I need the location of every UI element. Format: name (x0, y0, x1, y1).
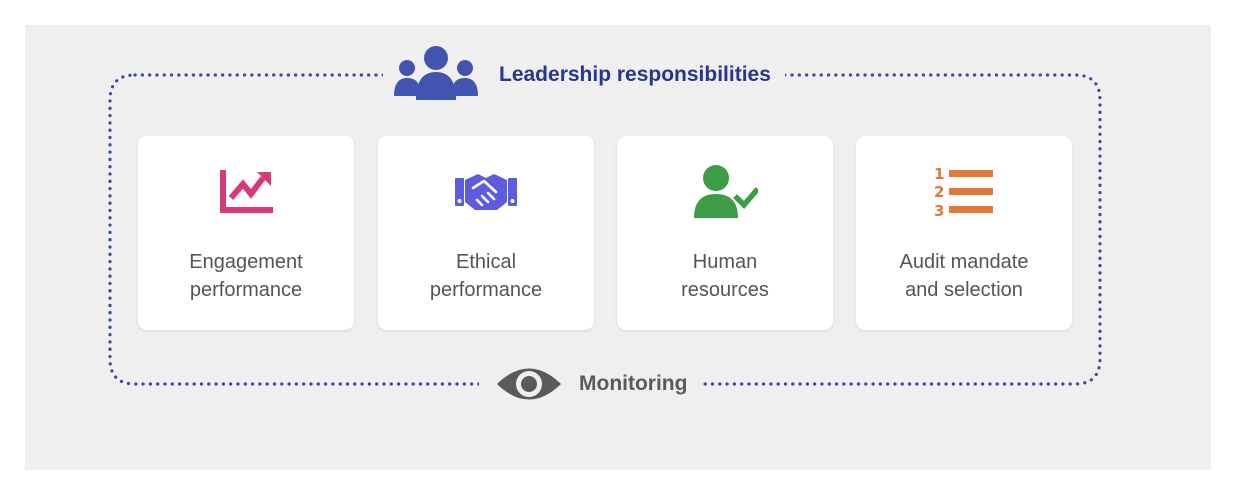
footer-title: Monitoring (579, 372, 688, 395)
card-label-line1: Human (692, 251, 758, 273)
card-ethical-performance: Ethical performance (378, 136, 594, 330)
card-label-line2: and selection (905, 279, 1023, 301)
card-label-line1: Ethical (455, 251, 517, 273)
card-label: Human resources (625, 248, 825, 304)
card-label: Engagement performance (146, 248, 346, 304)
footer: Monitoring (479, 359, 704, 409)
card-label-line1: Engagement (189, 251, 303, 273)
card-human-resources: Human resources (617, 136, 833, 330)
card-label: Ethical performance (386, 248, 586, 304)
card-label-line2: performance (429, 279, 543, 301)
svg-text:1: 1 (934, 165, 944, 183)
card-label-line2: resources (681, 279, 769, 301)
card-label-line2: performance (189, 279, 303, 301)
svg-text:2: 2 (934, 183, 944, 201)
user-check-icon (694, 165, 758, 218)
header-title: Leadership responsibilities (499, 63, 771, 86)
chart-trend-up-icon (220, 170, 273, 213)
group-users-icon (394, 46, 478, 100)
eye-icon (497, 368, 561, 400)
card-engagement-performance: Engagement performance (138, 136, 354, 330)
card-label-line1: Audit mandate (899, 251, 1029, 273)
numbered-list-icon: 1 2 3 (934, 165, 993, 220)
handshake-icon (455, 174, 517, 210)
card-label: Audit mandate and selection (864, 248, 1064, 304)
svg-text:3: 3 (934, 202, 944, 220)
card-audit-mandate: 1 2 3 Audit mandate and selection (856, 136, 1072, 330)
header: Leadership responsibilities (383, 42, 785, 108)
